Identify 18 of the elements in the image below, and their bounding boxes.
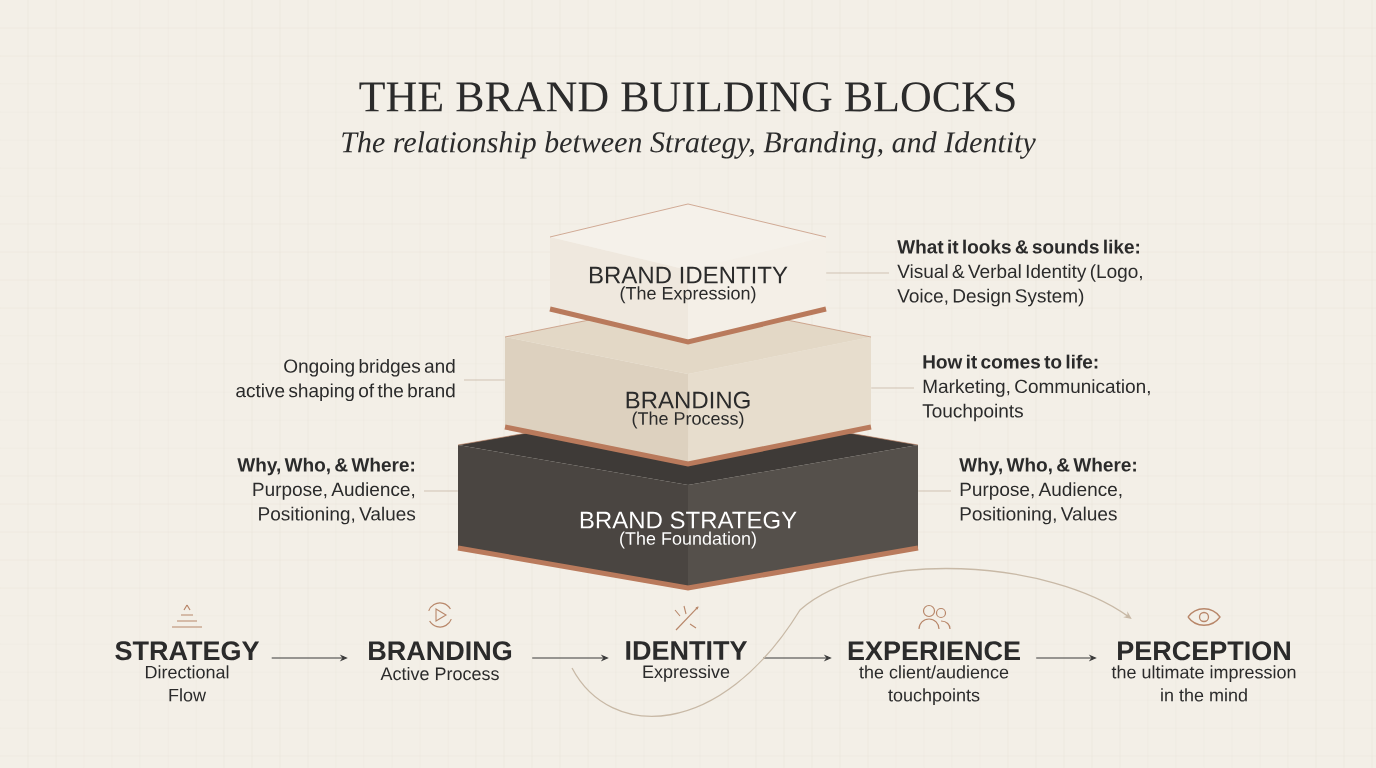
annotation-text: What it looks & sounds like: Visual & Verbal Identity (Logo, Voice, Design System) (897, 239, 1142, 307)
node-label: (The Process) (632, 411, 744, 429)
flow-step: EXPERIENCE the client/audience touchpoints (848, 641, 1020, 706)
node-label: (The Foundation) (620, 531, 756, 549)
annotation-text: Why, Who, & Where: Purpose, Audience, Positioning, Values (959, 457, 1136, 525)
subtitle: The relationship between Strategy, Branding, and Identity (342, 131, 1036, 159)
flow-step: BRANDING Active Process (369, 641, 512, 681)
flow-step: STRATEGY Directional Flow (115, 641, 260, 702)
layer-block: BRAND IDENTITY (The Expression) (549, 203, 827, 345)
flow-step: IDENTITY Expressive (626, 641, 748, 682)
annotation-text: How it comes to life: Marketing, Communication, Touchpoints (922, 354, 1150, 422)
title: THE BRAND BUILDING BLOCKS (359, 82, 1015, 112)
node-label: BRAND IDENTITY (589, 266, 788, 284)
flow-step: PERCEPTION the ultimate impression in the mind (1111, 641, 1296, 702)
curved-arrow (571, 568, 1132, 717)
annotation-text: Ongoing bridges and active shaping of the brand (236, 358, 455, 402)
annotation-text: Why, Who, & Where: Purpose, Audience, Positioning, Values (237, 457, 416, 525)
node-label: BRAND STRATEGY (580, 511, 797, 529)
